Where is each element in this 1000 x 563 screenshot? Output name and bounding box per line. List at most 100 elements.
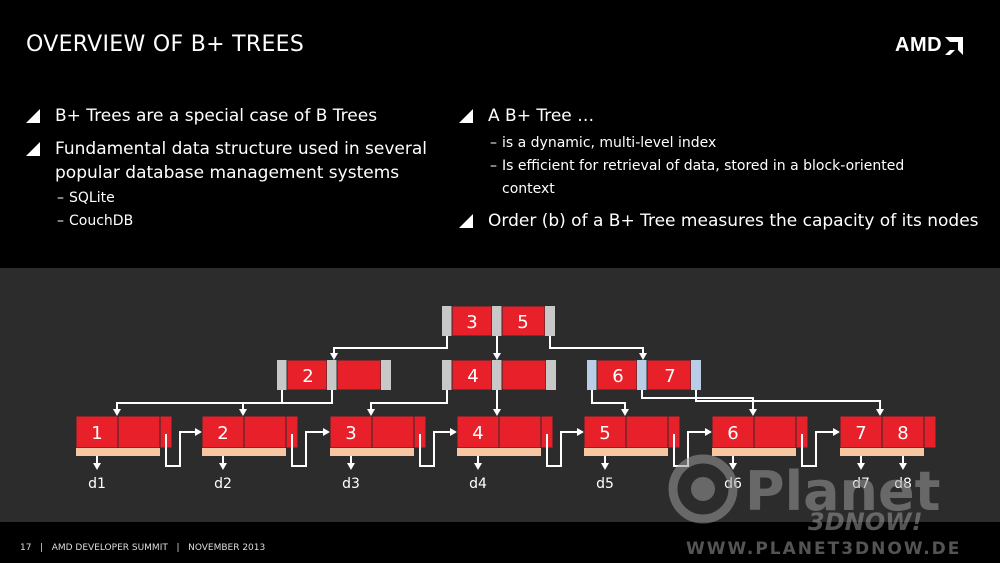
right-column: A B+ Tree … –is a dynamic, multi-level i… bbox=[459, 104, 989, 242]
inner-pointer-slot bbox=[442, 360, 452, 390]
leaf-key: 1 bbox=[91, 423, 102, 444]
inner-child-line bbox=[695, 390, 881, 409]
triangle-bullet-icon bbox=[26, 142, 40, 156]
sub-bullet-text: Is efficient for retrieval of data, stor… bbox=[502, 158, 905, 197]
arrow-head bbox=[577, 428, 584, 436]
inner-child-line bbox=[641, 390, 754, 409]
data-label: d5 bbox=[596, 476, 614, 492]
sub-bullet-text: SQLite bbox=[69, 190, 115, 206]
leaf-key-cell bbox=[753, 415, 797, 449]
leaf-key-cell bbox=[498, 415, 542, 449]
arrow-head bbox=[876, 409, 884, 416]
leaf-key-cell bbox=[625, 415, 669, 449]
leaf-key-cell bbox=[243, 415, 287, 449]
arrow-head bbox=[899, 463, 907, 470]
leaf-key-cell bbox=[329, 415, 373, 449]
inner-pointer-slot bbox=[277, 360, 287, 390]
inner-pointer-slot bbox=[492, 360, 502, 390]
inner-child-line bbox=[370, 390, 448, 409]
amd-logo: AMD bbox=[895, 34, 964, 57]
arrow-head bbox=[729, 463, 737, 470]
footer-separator: | bbox=[176, 543, 180, 553]
root-child-line bbox=[333, 336, 448, 353]
inner-pointer-slot bbox=[381, 360, 391, 390]
arrow-head bbox=[347, 463, 355, 470]
dash-icon: – bbox=[490, 135, 497, 151]
leaf-key-cell bbox=[839, 415, 883, 449]
bullet-text: A B+ Tree … bbox=[488, 106, 595, 126]
bullet-text: Order (b) of a B+ Tree measures the capa… bbox=[488, 211, 979, 231]
root-key: 5 bbox=[517, 312, 528, 333]
arrow-head bbox=[367, 409, 375, 416]
root-pointer-slot bbox=[492, 306, 502, 336]
arrow-head bbox=[493, 353, 501, 360]
sibling-link-line bbox=[291, 431, 328, 467]
root-pointer-slot bbox=[442, 306, 452, 336]
sibling-link-line bbox=[801, 431, 838, 467]
leaf-key: 4 bbox=[472, 423, 483, 444]
sub-bullet-text: is a dynamic, multi-level index bbox=[502, 135, 717, 151]
leaf-key: 6 bbox=[727, 423, 738, 444]
inner-key-cell bbox=[646, 359, 692, 391]
arrow-head bbox=[621, 409, 629, 416]
dash-icon: – bbox=[57, 213, 64, 229]
arrow-head bbox=[857, 463, 865, 470]
arrow-head bbox=[239, 409, 247, 416]
arrow-head bbox=[601, 463, 609, 470]
sibling-link-line bbox=[165, 431, 200, 467]
inner-key-cell bbox=[501, 359, 547, 391]
bullet-text: B+ Trees are a special case of B Trees bbox=[55, 106, 378, 126]
sub-bullet: –CouchDB bbox=[57, 210, 436, 233]
leaf-data-bar bbox=[330, 448, 414, 456]
root-child-line bbox=[549, 336, 644, 353]
footer-event: AMD DEVELOPER SUMMIT bbox=[51, 543, 168, 553]
inner-key: 4 bbox=[467, 366, 478, 387]
sibling-link-line bbox=[419, 431, 455, 467]
arrow-head bbox=[639, 353, 647, 360]
data-label: d8 bbox=[894, 476, 912, 492]
arrow-head bbox=[93, 463, 101, 470]
leaf-key: 5 bbox=[599, 423, 610, 444]
inner-pointer-slot bbox=[637, 360, 647, 390]
triangle-bullet-icon bbox=[459, 214, 473, 228]
inner-key-cell bbox=[286, 359, 328, 391]
data-label: d4 bbox=[469, 476, 487, 492]
root-key-cell bbox=[451, 305, 493, 337]
sub-bullet-text: CouchDB bbox=[69, 213, 134, 229]
inner-child-line bbox=[242, 390, 333, 409]
amd-logo-text: AMD bbox=[895, 34, 943, 56]
triangle-bullet-icon bbox=[26, 109, 40, 123]
page-number: 17 bbox=[20, 543, 32, 553]
leaf-data-bar bbox=[76, 448, 160, 456]
bullet-item: A B+ Tree … bbox=[459, 104, 989, 128]
data-label: d7 bbox=[852, 476, 870, 492]
arrow-head bbox=[705, 428, 712, 436]
inner-pointer-slot bbox=[327, 360, 337, 390]
inner-key: 6 bbox=[612, 366, 623, 387]
leaf-key: 8 bbox=[897, 423, 908, 444]
leaf-key-cell bbox=[117, 415, 161, 449]
arrow-head bbox=[450, 428, 457, 436]
leaf-key: 2 bbox=[217, 423, 228, 444]
leaf-key-cell bbox=[583, 415, 627, 449]
left-column: B+ Trees are a special case of B Trees F… bbox=[26, 104, 436, 233]
arrow-head bbox=[749, 409, 757, 416]
bullet-text: Fundamental data structure used in sever… bbox=[55, 139, 428, 183]
inner-key: 2 bbox=[302, 366, 313, 387]
arrow-head bbox=[219, 463, 227, 470]
watermark-url: WWW.PLANET3DNOW.DE bbox=[686, 539, 961, 559]
inner-pointer-slot bbox=[546, 360, 556, 390]
root-pointer-slot bbox=[545, 306, 555, 336]
data-label: d1 bbox=[88, 476, 106, 492]
slide-title: OVERVIEW OF B+ TREES bbox=[26, 32, 305, 57]
leaf-data-bar bbox=[840, 448, 924, 456]
footer-separator: | bbox=[40, 543, 44, 553]
arrow-head bbox=[474, 463, 482, 470]
root-key: 3 bbox=[466, 312, 477, 333]
leaf-next-pointer bbox=[923, 415, 937, 449]
arrow-head bbox=[195, 428, 202, 436]
arrow-head bbox=[113, 409, 121, 416]
dash-icon: – bbox=[490, 158, 497, 174]
